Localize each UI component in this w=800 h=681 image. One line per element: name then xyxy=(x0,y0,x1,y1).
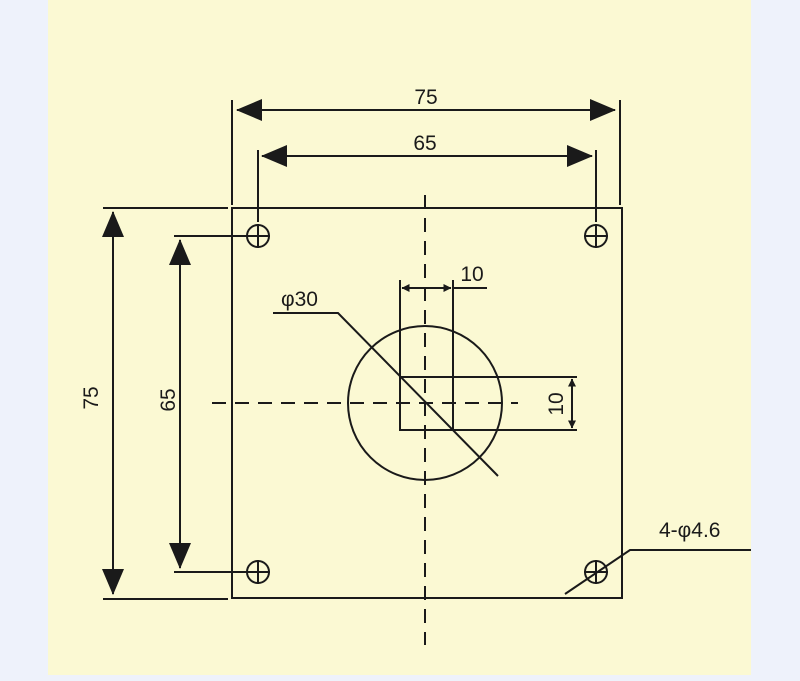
center-slot xyxy=(399,376,454,431)
hole-spacing-x-label: 65 xyxy=(413,132,436,155)
hole-spacing-y-label: 65 xyxy=(157,388,180,411)
mount-hole-bottom-left xyxy=(246,560,270,584)
slot-height-label: 10 xyxy=(545,392,568,415)
center-hole xyxy=(347,325,503,481)
slot-width-label: 10 xyxy=(460,263,483,286)
mount-hole-top-left xyxy=(246,224,270,248)
center-diameter-label: φ30 xyxy=(281,288,318,311)
outer-height-label: 75 xyxy=(80,386,103,409)
diameter-leader xyxy=(273,312,499,477)
plate-outline xyxy=(231,207,623,599)
mount-hole-top-right xyxy=(584,224,608,248)
mount-holes-label: 4-φ4.6 xyxy=(659,519,720,542)
outer-width-label: 75 xyxy=(414,86,437,109)
mount-hole-leader xyxy=(564,549,751,595)
